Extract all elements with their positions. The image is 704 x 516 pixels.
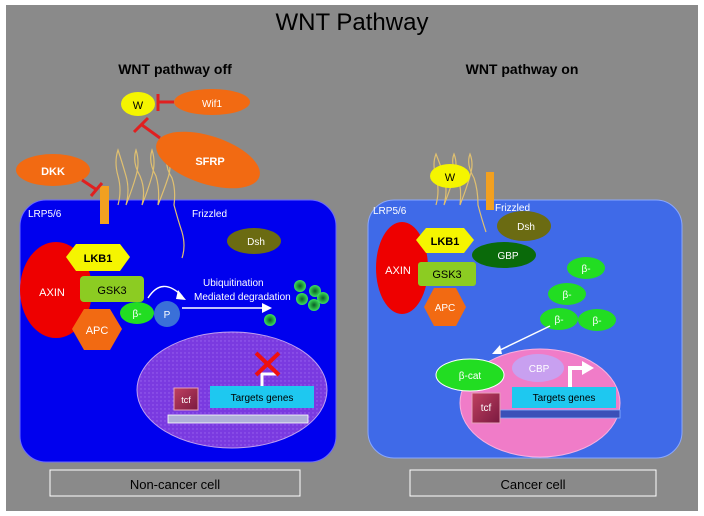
off-wif1-label: Wif1 [202,99,222,110]
off-apc [72,309,122,350]
on-target-genes [512,387,616,408]
off-gsk3 [80,276,144,302]
off-lrp-receptor [100,186,109,224]
degraded-dot [309,285,321,297]
on-dsh-label: Dsh [517,222,535,233]
degraded-dot [308,299,320,311]
off-heading: WNT pathway off [118,61,232,77]
off-axin-label: AXIN [39,287,65,299]
on-beta-label: β- [562,290,571,301]
off-sfrp-inhibit-line [141,123,161,140]
on-wnt-label: W [445,172,456,184]
on-beta-catenin [548,283,586,305]
off-apc-label: APC [86,325,109,337]
off-lrp-label: LRP5/6 [28,209,62,220]
off-caption-box [49,469,301,497]
on-lkb1 [416,228,474,253]
on-gsk3-label: GSK3 [432,269,461,281]
off-dna-strand [167,414,309,424]
degraded-dot [317,292,329,304]
on-caption-box [409,469,657,497]
off-tcf-label: tcf [181,395,191,405]
on-lrp-label: LRP5/6 [373,206,407,217]
off-phosphate-label: P [164,310,171,321]
on-dsh [497,211,551,241]
off-caption: Non-cancer cell [130,477,220,492]
off-dsh-label: Dsh [247,237,265,248]
on-apc [424,288,466,326]
on-beta-label: β- [592,316,601,327]
on-axin-label: AXIN [385,265,411,277]
on-beta-catenin [567,257,605,279]
off-degradation-dots [264,280,329,326]
on-tcf-label: tcf [481,403,492,414]
off-wnt-label: W [133,100,144,112]
on-beta-catenin [578,309,616,331]
off-dkk [16,154,90,186]
off-target-genes [210,386,314,408]
on-caption: Cancer cell [500,477,565,492]
off-tcf [173,387,199,411]
on-wnt-ligand [430,164,470,188]
on-beta-label: β- [581,264,590,275]
on-beta-cat-nuclear [435,358,505,392]
off-sfrp-inhibit-bar [132,116,150,134]
degraded-dot [264,314,276,326]
off-wnt-ligand [121,92,155,116]
off-dsh [227,228,281,254]
on-gbp-label: GBP [497,251,518,262]
off-lkb1 [66,244,130,271]
off-beta-catenin [120,302,154,324]
off-frizzled-label: Frizzled [192,209,227,220]
off-phosphorylation-arrowhead [176,290,186,300]
degraded-dot [294,280,306,292]
off-lkb1-label: LKB1 [84,253,113,265]
on-cbp-label: CBP [529,364,550,375]
on-beta-label: β- [554,315,563,326]
on-lkb1-label: LKB1 [431,236,460,248]
on-frizzled-label: Frizzled [495,203,530,214]
off-frizzled-receptor [115,148,185,259]
off-sfrp [156,131,260,189]
on-beta-catenin [540,308,578,330]
off-transcription-arrow [260,372,278,386]
on-beta-cat-label: β-cat [459,371,482,382]
degraded-dot [296,293,308,305]
off-degradation-label: Mediated degradation [194,292,291,303]
on-gbp [472,242,536,268]
on-cbp [512,354,564,382]
on-axin [376,222,428,314]
on-transcription-arrowhead [582,361,594,375]
on-target-genes-label: Targets genes [533,393,596,404]
on-translocation-arrowhead [492,345,502,354]
off-dkk-inhibit-bar [89,182,104,197]
figure-title: WNT Pathway [276,9,429,36]
off-phosphate [154,301,180,327]
on-gsk3 [418,262,476,286]
on-translocation-arrow [495,325,551,353]
off-beta-label: β- [132,309,141,320]
off-wif1 [174,89,250,115]
off-dkk-label: DKK [41,166,65,178]
off-degradation-arrowhead [262,303,272,313]
off-ubiquitination-label: Ubiquitination [203,278,264,289]
on-lrp-receptor [486,172,494,210]
off-sfrp-label: SFRP [195,156,224,168]
on-apc-label: APC [435,303,456,314]
on-tcf [471,392,501,424]
on-dna-strand [479,409,621,419]
on-heading: WNT pathway on [466,61,579,77]
off-target-genes-label: Targets genes [231,393,294,404]
off-dkk-inhibit-line [81,178,98,192]
off-block-x-line2 [254,351,281,377]
off-gsk3-label: GSK3 [97,285,126,297]
on-transcription-arrow [568,366,584,387]
